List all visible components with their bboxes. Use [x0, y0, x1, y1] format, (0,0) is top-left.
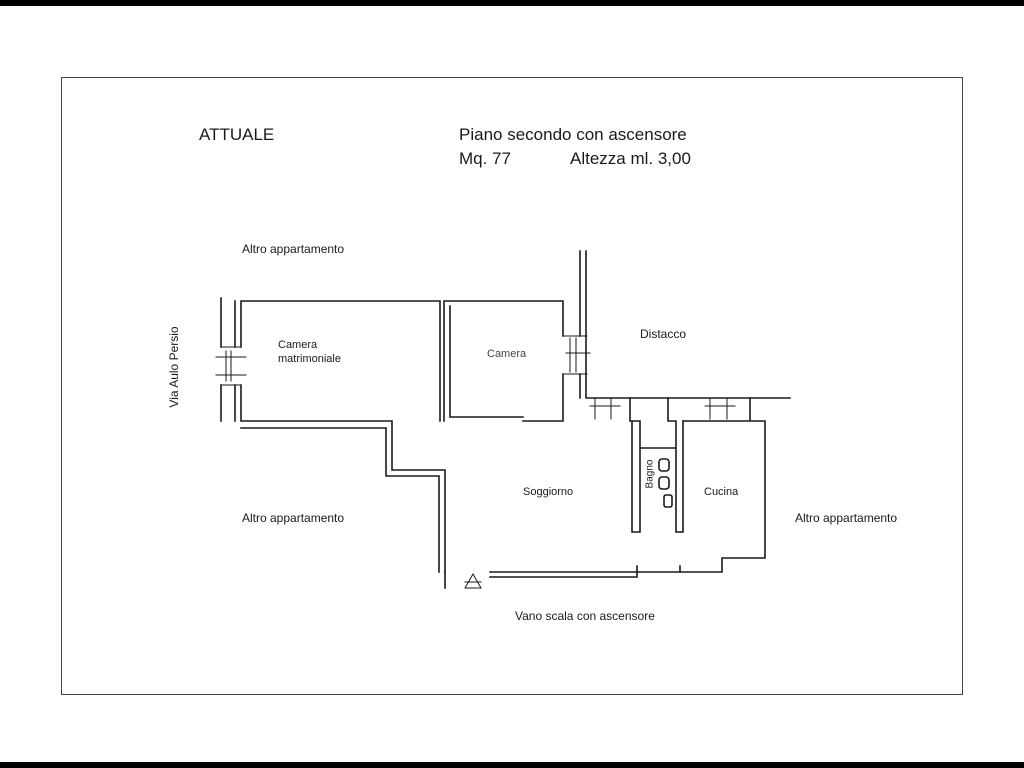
entrance-symbol [464, 572, 482, 589]
wall-west-inner [240, 427, 440, 573]
room-camera: Camera [487, 348, 527, 360]
label-street: Via Aulo Persio [167, 326, 181, 408]
label-vano-scala: Vano scala con ascensore [515, 609, 655, 623]
window-via [215, 346, 247, 386]
plan-status-title: ATTUALE [199, 125, 275, 144]
room-camera-matrimoniale: Camera matrimoniale [278, 338, 341, 366]
bagno-wc [658, 458, 670, 472]
room-soggiorno: Soggiorno [523, 486, 574, 498]
wall-camera [443, 300, 564, 422]
label-altro-appartamento-right: Altro appartamento [795, 511, 898, 525]
top-black-bar [0, 0, 1024, 6]
room-camera-matrimoniale-line2: matrimoniale [278, 353, 341, 365]
area-value: Mq. 77 [459, 149, 511, 168]
room-cucina: Cucina [704, 486, 739, 498]
room-camera-matrimoniale-line1: Camera [278, 339, 318, 351]
label-altro-appartamento-top: Altro appartamento [242, 242, 345, 256]
wall-cucina [489, 397, 766, 573]
wall-bagno [629, 397, 684, 533]
wall-distacco [579, 250, 791, 399]
room-bagno: Bagno [644, 459, 656, 489]
wall-camera-window [562, 335, 591, 375]
bagno-bidet [658, 476, 670, 490]
label-altro-appartamento-left: Altro appartamento [242, 511, 345, 525]
drawing-frame [61, 77, 963, 695]
bottom-black-bar [0, 762, 1024, 768]
ceiling-height: Altezza ml. 3,00 [570, 149, 691, 168]
floor-description: Piano secondo con ascensore [459, 125, 687, 144]
window-north [589, 397, 736, 420]
wall-soggiorno-south [489, 565, 681, 578]
bagno-sink [663, 494, 673, 508]
label-distacco: Distacco [640, 327, 687, 341]
wall-camera-matrimoniale [234, 300, 446, 573]
